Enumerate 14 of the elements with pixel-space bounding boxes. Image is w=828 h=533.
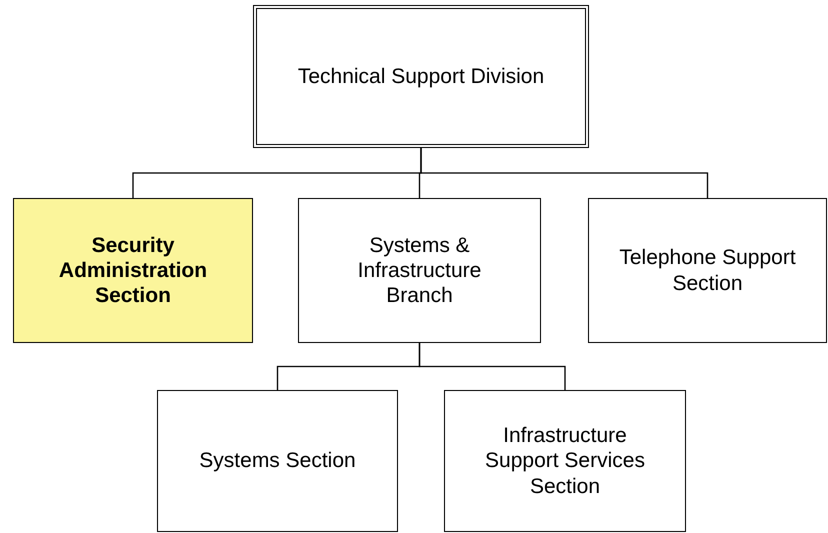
- unit-name: Systems & Infrastructure Branch: [356, 232, 482, 308]
- connector-line: [420, 148, 708, 198]
- unit-name: Technical Support Division: [298, 64, 544, 90]
- unit-name: Telephone Support Section: [618, 245, 797, 296]
- org-unit-box: [298, 198, 541, 343]
- division-box: [253, 5, 589, 148]
- unit-name: Infrastructure Support Services Section: [484, 423, 646, 499]
- org-unit-box: [444, 390, 686, 532]
- connector-line: [418, 343, 566, 390]
- org-unit-box: [157, 390, 398, 532]
- highlighted-section-box: [13, 198, 253, 343]
- org-unit-box: [588, 198, 827, 343]
- unit-name: Systems Section: [199, 448, 356, 474]
- unit-name: Security Administration Section: [58, 232, 208, 308]
